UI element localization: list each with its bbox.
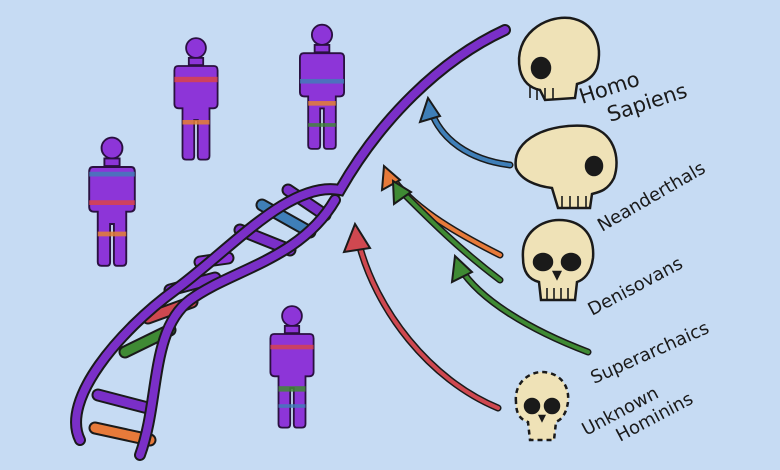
skull-icon [517,16,601,102]
arrow-icon [450,253,592,356]
skull-icon [521,218,595,302]
arrow-icon [391,179,504,284]
human-figure-icon [299,23,345,150]
human-figure-icon [173,37,219,161]
human-figure-icon [88,136,136,267]
skull-icon [514,370,570,442]
label-denisovans: Denisovans [584,253,686,320]
dna-helix-icon [70,24,511,461]
arrow-icon [380,163,504,259]
human-figure-icon [269,305,315,429]
arrow-icon [418,95,514,169]
skull-icon [514,124,618,210]
label-superarchaics: Superarchaics [587,318,712,389]
arrow-icon [342,221,502,412]
